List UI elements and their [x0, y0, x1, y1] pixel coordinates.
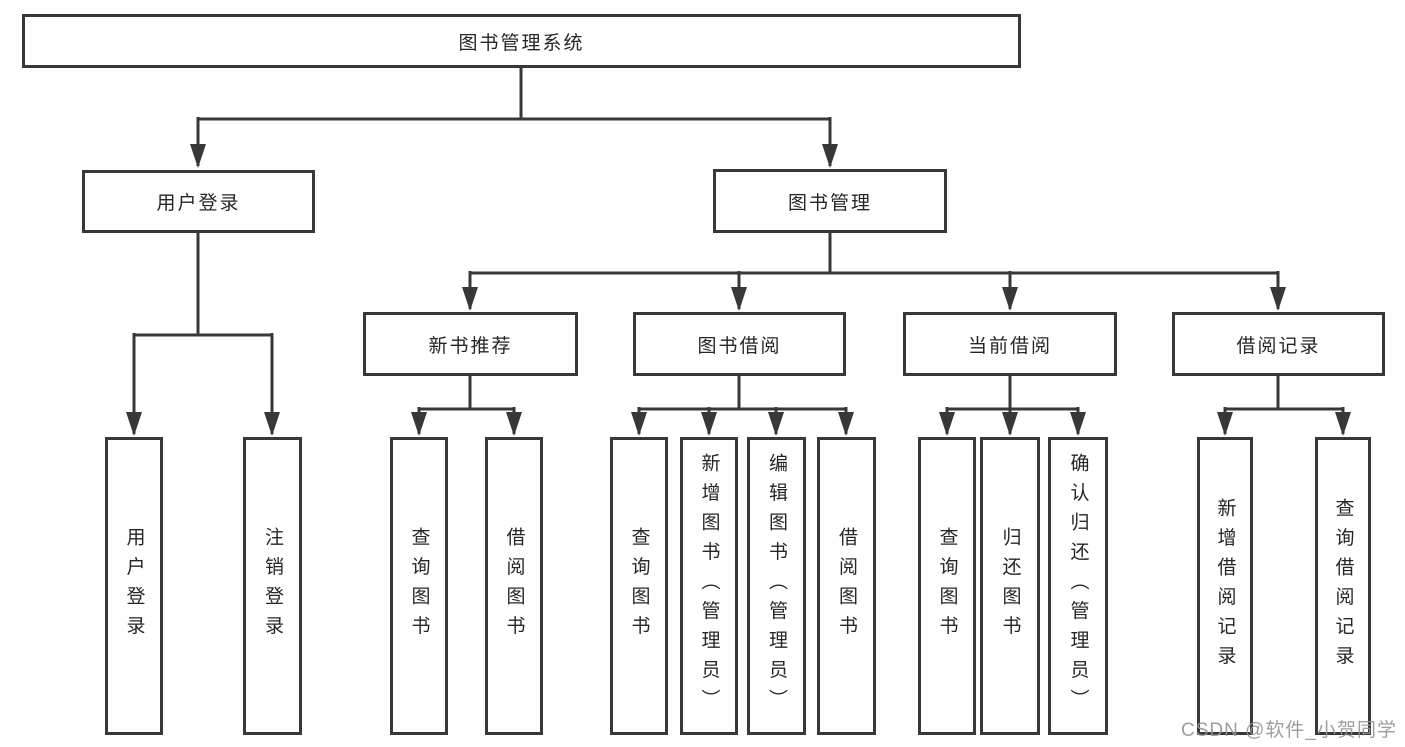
node-current-borrowing: 当前借阅 [903, 312, 1117, 376]
node-label: 新增图书（管理员） [698, 453, 720, 719]
leaf-user-login: 用户登录 [105, 437, 163, 735]
node-label: 确认归还（管理员） [1067, 453, 1089, 719]
node-borrowing-records: 借阅记录 [1172, 312, 1385, 376]
node-label: 借阅图书 [503, 527, 525, 645]
leaf-edit-books-admin: 编辑图书（管理员） [747, 437, 806, 735]
leaf-borrow-books-recommend: 借阅图书 [485, 437, 543, 735]
node-label: 查询借阅记录 [1332, 497, 1354, 675]
node-label: 编辑图书（管理员） [766, 453, 787, 719]
node-label: 归还图书 [999, 527, 1021, 645]
node-label: 图书管理 [787, 192, 872, 214]
node-label: 新书推荐 [428, 335, 513, 357]
leaf-confirm-return-admin: 确认归还（管理员） [1048, 437, 1108, 735]
node-library-management-system: 图书管理系统 [22, 14, 1021, 68]
leaf-return-books: 归还图书 [980, 437, 1040, 735]
node-label: 注销登录 [262, 527, 283, 645]
node-label: 查询图书 [408, 527, 430, 645]
leaf-logout: 注销登录 [243, 437, 302, 735]
node-label: 图书借阅 [697, 335, 782, 357]
node-label: 借阅记录 [1236, 335, 1321, 357]
node-label: 用户登录 [156, 193, 241, 214]
leaf-query-borrow-record: 查询借阅记录 [1315, 437, 1371, 735]
leaf-query-books-recommend: 查询图书 [390, 437, 448, 735]
node-label: 查询图书 [936, 527, 958, 645]
node-new-book-recommendation: 新书推荐 [363, 312, 578, 376]
leaf-query-books-borrow: 查询图书 [610, 437, 668, 735]
csdn-watermark: CSDN @软件_小贺同学 [1181, 720, 1397, 741]
node-label: 查询图书 [628, 527, 650, 645]
leaf-borrow-books: 借阅图书 [817, 437, 876, 735]
leaf-query-books-current: 查询图书 [918, 437, 976, 735]
node-book-borrowing: 图书借阅 [633, 312, 846, 376]
node-label: 用户登录 [123, 527, 145, 645]
node-book-management: 图书管理 [713, 169, 947, 233]
node-user-login: 用户登录 [82, 170, 315, 233]
node-label: 新增借阅记录 [1214, 497, 1236, 675]
leaf-add-borrow-record: 新增借阅记录 [1197, 437, 1253, 735]
node-label: 借阅图书 [836, 527, 857, 645]
leaf-add-books-admin: 新增图书（管理员） [680, 437, 738, 735]
node-label: 图书管理系统 [458, 32, 585, 54]
node-label: 当前借阅 [967, 335, 1052, 357]
